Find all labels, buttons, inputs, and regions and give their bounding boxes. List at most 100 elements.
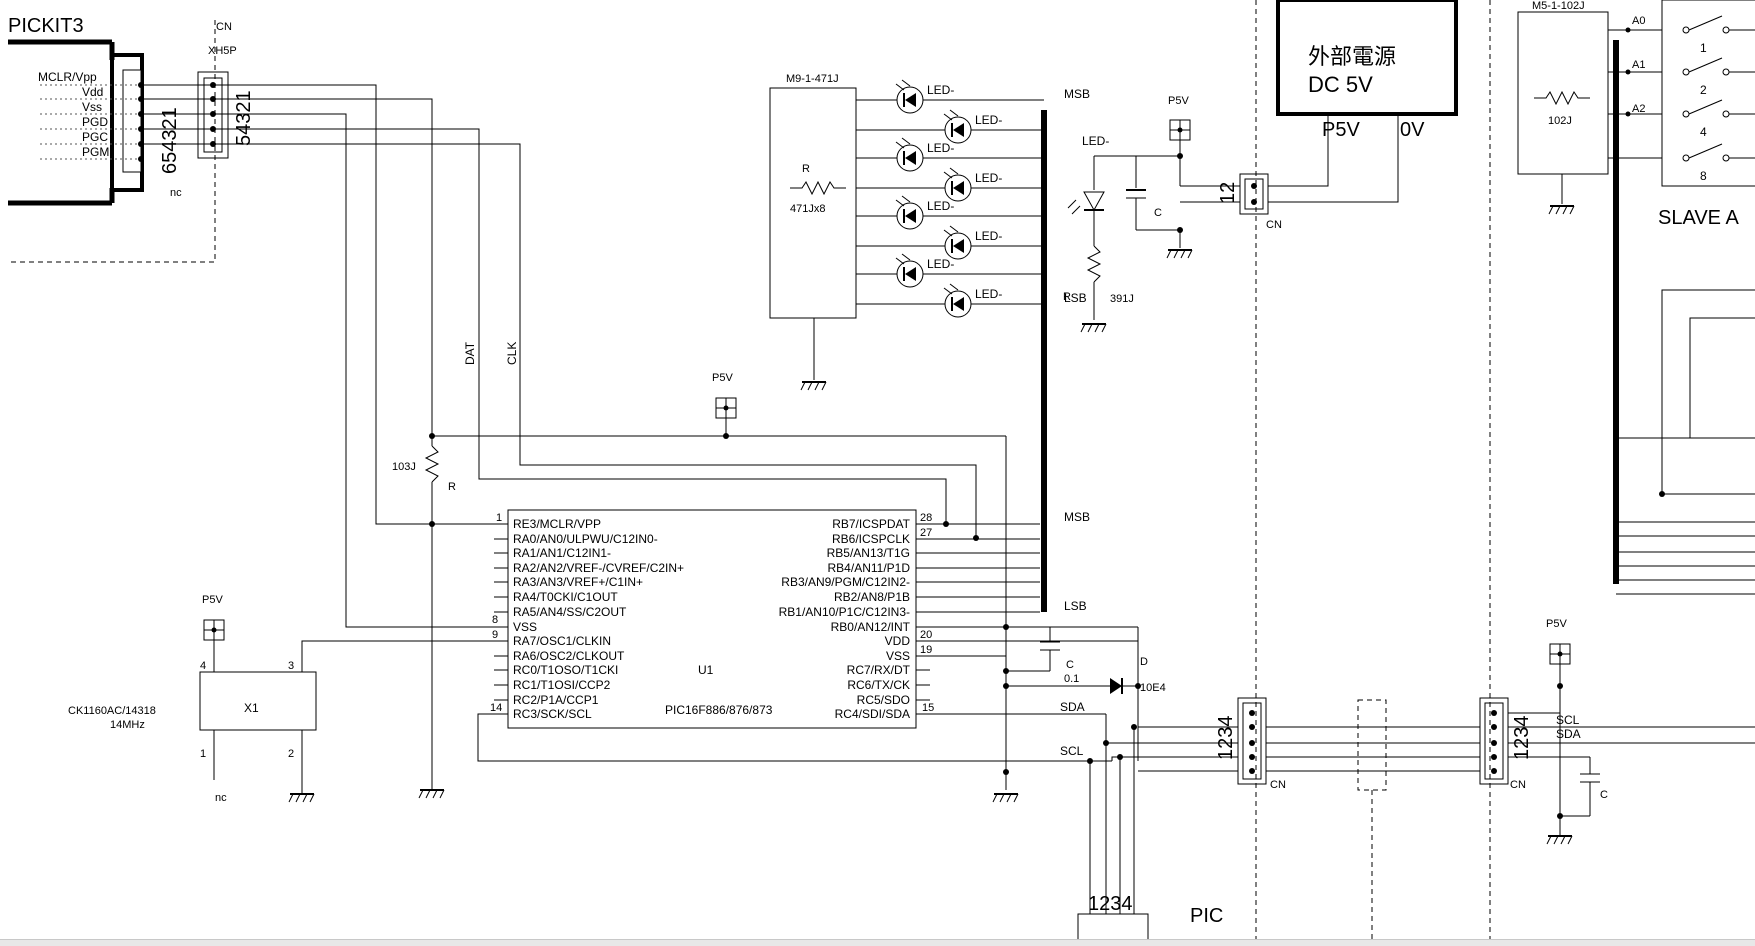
pickit-nc-label: nc xyxy=(170,187,182,199)
cap-value: 0.1 xyxy=(1064,673,1079,685)
cap-label: C xyxy=(1066,659,1074,671)
p5v-symbol xyxy=(715,397,737,419)
bus-msb-upper: MSB xyxy=(1064,87,1090,101)
svg-text:RB2/AN8/P1B: RB2/AN8/P1B xyxy=(834,590,910,604)
decoupling-capacitor xyxy=(930,436,1141,790)
svg-text:RC1/T1OSI/CCP2: RC1/T1OSI/CCP2 xyxy=(513,678,611,692)
ground-icon xyxy=(1548,205,1575,215)
pickit-connector xyxy=(122,69,142,173)
power-led xyxy=(1067,155,1180,320)
svg-text:2: 2 xyxy=(288,748,294,760)
external-power-title: 外部電源 xyxy=(1308,44,1396,69)
svg-text:Vss: Vss xyxy=(82,100,102,114)
svg-text:VSS: VSS xyxy=(513,620,537,634)
clk-label: CLK xyxy=(505,342,519,365)
xh5p-cn-label: CN xyxy=(216,21,232,33)
svg-text:RC4/SDI/SDA: RC4/SDI/SDA xyxy=(835,707,910,721)
led-label: LED- xyxy=(975,171,1002,185)
svg-text:MCLR/Vpp: MCLR/Vpp xyxy=(38,70,97,84)
svg-text:20: 20 xyxy=(920,629,932,641)
pullup-ref: R xyxy=(448,481,456,493)
p5v-symbol xyxy=(1169,119,1191,156)
icsp-wires xyxy=(213,84,977,628)
svg-text:VDD: VDD xyxy=(885,634,911,648)
led-icon: LED- xyxy=(856,283,1044,318)
svg-text:RC7/RX/DT: RC7/RX/DT xyxy=(847,663,911,677)
svg-text:A1: A1 xyxy=(1632,59,1645,71)
led-icon: LED- xyxy=(856,167,1044,202)
power-led-resistor-value: 391J xyxy=(1110,293,1134,305)
dip-switch-position: 1 xyxy=(1682,15,1755,55)
power-capacitor xyxy=(1126,153,1183,248)
dip-switches: 1 2 4 8 xyxy=(1682,15,1755,183)
svg-text:RA1/AN1/C12IN1-: RA1/AN1/C12IN1- xyxy=(513,546,611,560)
svg-text:RB3/AN9/PGM/C12IN2-: RB3/AN9/PGM/C12IN2- xyxy=(781,575,910,589)
cn-left-label: CN xyxy=(1270,779,1286,791)
dip-switch-position: 2 xyxy=(1682,57,1755,97)
p5v-label: P5V xyxy=(1168,95,1189,107)
pickit-pin-numbers: 654321 xyxy=(159,107,181,174)
p5v-output-label: P5V xyxy=(1322,119,1360,141)
svg-text:VSS: VSS xyxy=(886,649,910,663)
dip-label: 2 xyxy=(1700,83,1707,97)
external-power-subtitle: DC 5V xyxy=(1308,72,1373,97)
pic-label: PIC xyxy=(1190,905,1223,927)
led-icon: LED- xyxy=(856,195,1044,230)
external-power-box xyxy=(1276,0,1458,116)
svg-text:4: 4 xyxy=(200,660,206,672)
power-connector-label: CN xyxy=(1266,219,1282,231)
mcu-left-pin-lines xyxy=(494,523,508,715)
svg-text:RB4/AN11/P1D: RB4/AN11/P1D xyxy=(828,561,911,575)
svg-text:PGM: PGM xyxy=(82,145,109,159)
cn-left-numbers: 1234 xyxy=(1215,716,1237,761)
resistor-symbol xyxy=(1534,90,1590,106)
svg-text:RC2/P1A/CCP1: RC2/P1A/CCP1 xyxy=(513,693,599,707)
svg-text:RC5/SDO: RC5/SDO xyxy=(857,693,910,707)
svg-text:RB7/ICSPDAT: RB7/ICSPDAT xyxy=(832,517,910,531)
svg-text:3: 3 xyxy=(288,660,294,672)
svg-text:RA6/OSC2/CLKOUT: RA6/OSC2/CLKOUT xyxy=(513,649,625,663)
led-icon: LED- xyxy=(856,137,1044,172)
ground-icon xyxy=(418,789,445,799)
svg-text:PGC: PGC xyxy=(82,130,108,144)
led-icon: LED- xyxy=(856,79,1044,114)
svg-text:RC3/SCK/SCL: RC3/SCK/SCL xyxy=(513,707,592,721)
svg-text:1: 1 xyxy=(200,748,206,760)
bus-msb-lower: MSB xyxy=(1064,510,1090,524)
led-icon: LED- xyxy=(856,225,1044,260)
cn-right-label: CN xyxy=(1510,779,1526,791)
cable-placeholder xyxy=(1357,699,1387,791)
power-led-resistor-ref: R xyxy=(1063,291,1071,303)
svg-text:PGD: PGD xyxy=(82,115,108,129)
ground-icon xyxy=(800,381,827,391)
ground-icon xyxy=(992,793,1019,803)
svg-text:RB5/AN13/T1G: RB5/AN13/T1G xyxy=(827,546,910,560)
sda-label: SDA xyxy=(1060,700,1085,714)
led-label: LED- xyxy=(927,83,954,97)
resistor-array-part: M9-1-471J xyxy=(786,73,839,85)
svg-text:RA0/AN0/ULPWU/C12IN0-: RA0/AN0/ULPWU/C12IN0- xyxy=(513,532,658,546)
svg-text:RA2/AN2/VREF-/CVREF/C2IN+: RA2/AN2/VREF-/CVREF/C2IN+ xyxy=(513,561,684,575)
svg-text:19: 19 xyxy=(920,644,932,656)
horizontal-scrollbar[interactable] xyxy=(0,939,1755,946)
svg-text:RA4/T0CKI/C1OUT: RA4/T0CKI/C1OUT xyxy=(513,590,618,604)
i2c-wires xyxy=(930,713,1238,935)
p5v-label: P5V xyxy=(1546,618,1567,630)
svg-text:RC6/TX/CK: RC6/TX/CK xyxy=(847,678,910,692)
dip-label: 4 xyxy=(1700,125,1707,139)
dip-label: 8 xyxy=(1700,169,1707,183)
mcu-right-pin-numbers: 28 27 20 19 15 xyxy=(920,512,934,714)
ground-icon xyxy=(1546,816,1573,845)
mcu-ref: U1 xyxy=(698,663,714,677)
cn-right-numbers: 1234 xyxy=(1511,716,1533,761)
svg-text:27: 27 xyxy=(920,527,932,539)
sda-label-right: SDA xyxy=(1556,727,1581,741)
oscillator-part: CK1160AC/14318 xyxy=(68,705,156,717)
led-label: LED- xyxy=(975,229,1002,243)
dip-label: 1 xyxy=(1700,41,1707,55)
diode-label: D xyxy=(1140,656,1148,668)
svg-text:RE3/MCLR/VPP: RE3/MCLR/VPP xyxy=(513,517,601,531)
svg-text:1: 1 xyxy=(496,512,502,524)
pickit-pin-labels: MCLR/Vpp Vdd Vss PGD PGC PGM xyxy=(38,70,109,159)
svg-text:8: 8 xyxy=(492,614,498,626)
